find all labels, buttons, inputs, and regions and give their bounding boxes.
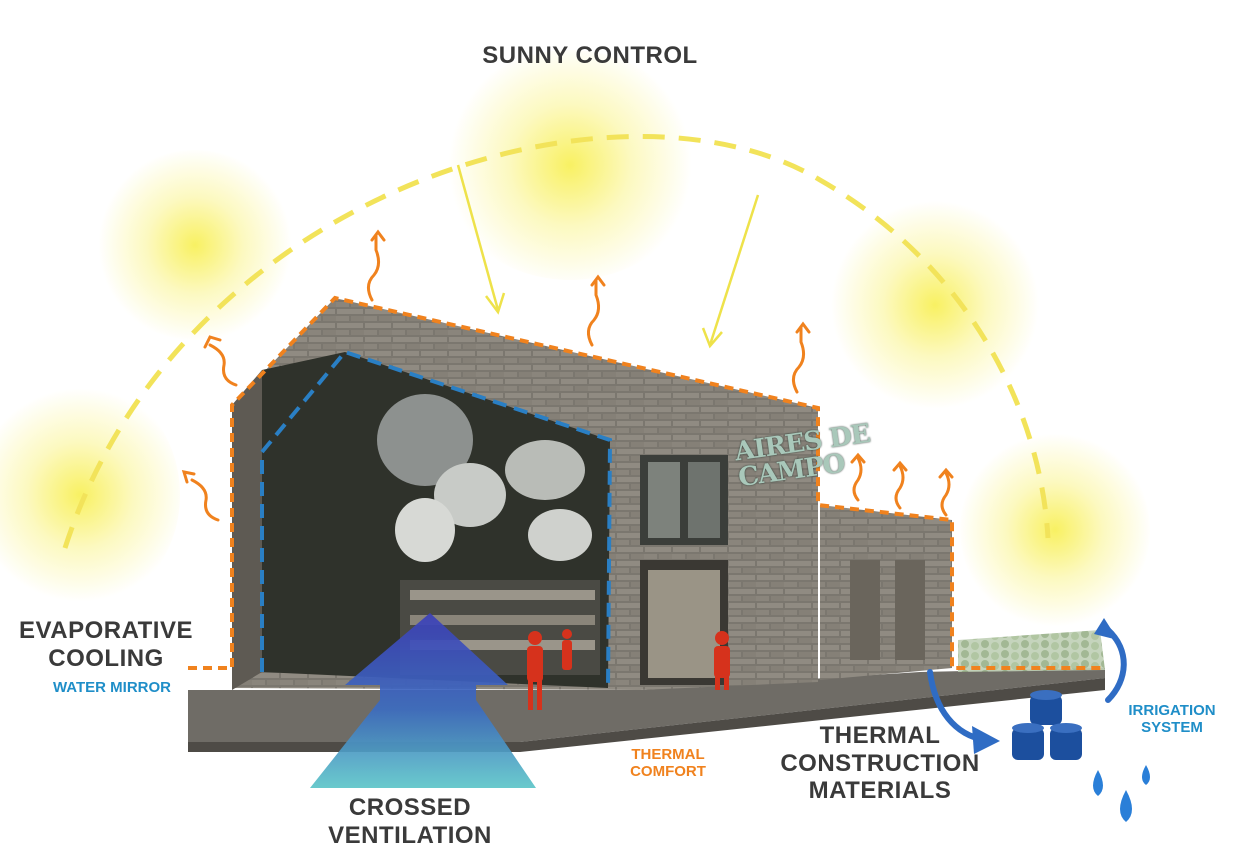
water-drop-icon [1093, 765, 1150, 822]
thermal-envelope-outline [188, 295, 1105, 670]
thermal-comfort-label: THERMAL COMFORT [618, 746, 718, 781]
irrigation-system-label: IRRIGATION SYSTEM [1108, 702, 1235, 737]
sun-path-arc [62, 133, 1051, 549]
evaporative-line1: EVAPORATIVE [19, 617, 193, 644]
water-mirror-label: WATER MIRROR [30, 679, 194, 696]
materials-line3: MATERIALS [808, 777, 952, 805]
garden-vegetation [958, 630, 1105, 672]
water-tank-icon [1012, 690, 1082, 760]
crossed-line1: CROSSED [348, 794, 472, 821]
ventilation-arrow [310, 613, 536, 788]
sunny-control-label: SUNNY CONTROL [440, 42, 740, 70]
sun-glow-right [960, 430, 1150, 630]
materials-line2: CONSTRUCTION [780, 749, 980, 777]
thermal-comfort-line2: COMFORT [630, 763, 706, 781]
sun-glow-upper-left [95, 150, 295, 340]
crossed-line2: VENTILATION [328, 821, 492, 849]
water-mirror-text: WATER MIRROR [52, 679, 172, 696]
evaporative-cooling-label: EVAPORATIVE COOLING [0, 617, 212, 672]
heat-wave-arrow [181, 229, 954, 522]
sunny-control-text: SUNNY CONTROL [482, 42, 698, 69]
thermal-comfort-line1: THERMAL [631, 746, 705, 763]
crossed-ventilation-label: CROSSED VENTILATION [310, 794, 510, 849]
irrigation-line1: IRRIGATION [1128, 702, 1216, 719]
building-side-face [232, 370, 262, 690]
water-facade-outline [260, 349, 613, 689]
sun-glow-upper-right [830, 200, 1040, 410]
evaporative-line2: COOLING [48, 644, 164, 672]
sun-glow-top [440, 50, 700, 280]
thermal-materials-label: THERMAL CONSTRUCTION MATERIALS [770, 722, 990, 805]
person-figure [527, 629, 730, 710]
sun-glow-left [0, 380, 180, 610]
materials-line1: THERMAL [819, 722, 941, 749]
building-right-wing [820, 505, 952, 680]
irrigation-line2: SYSTEM [1141, 719, 1203, 737]
sun-ray-arrow [456, 164, 760, 349]
